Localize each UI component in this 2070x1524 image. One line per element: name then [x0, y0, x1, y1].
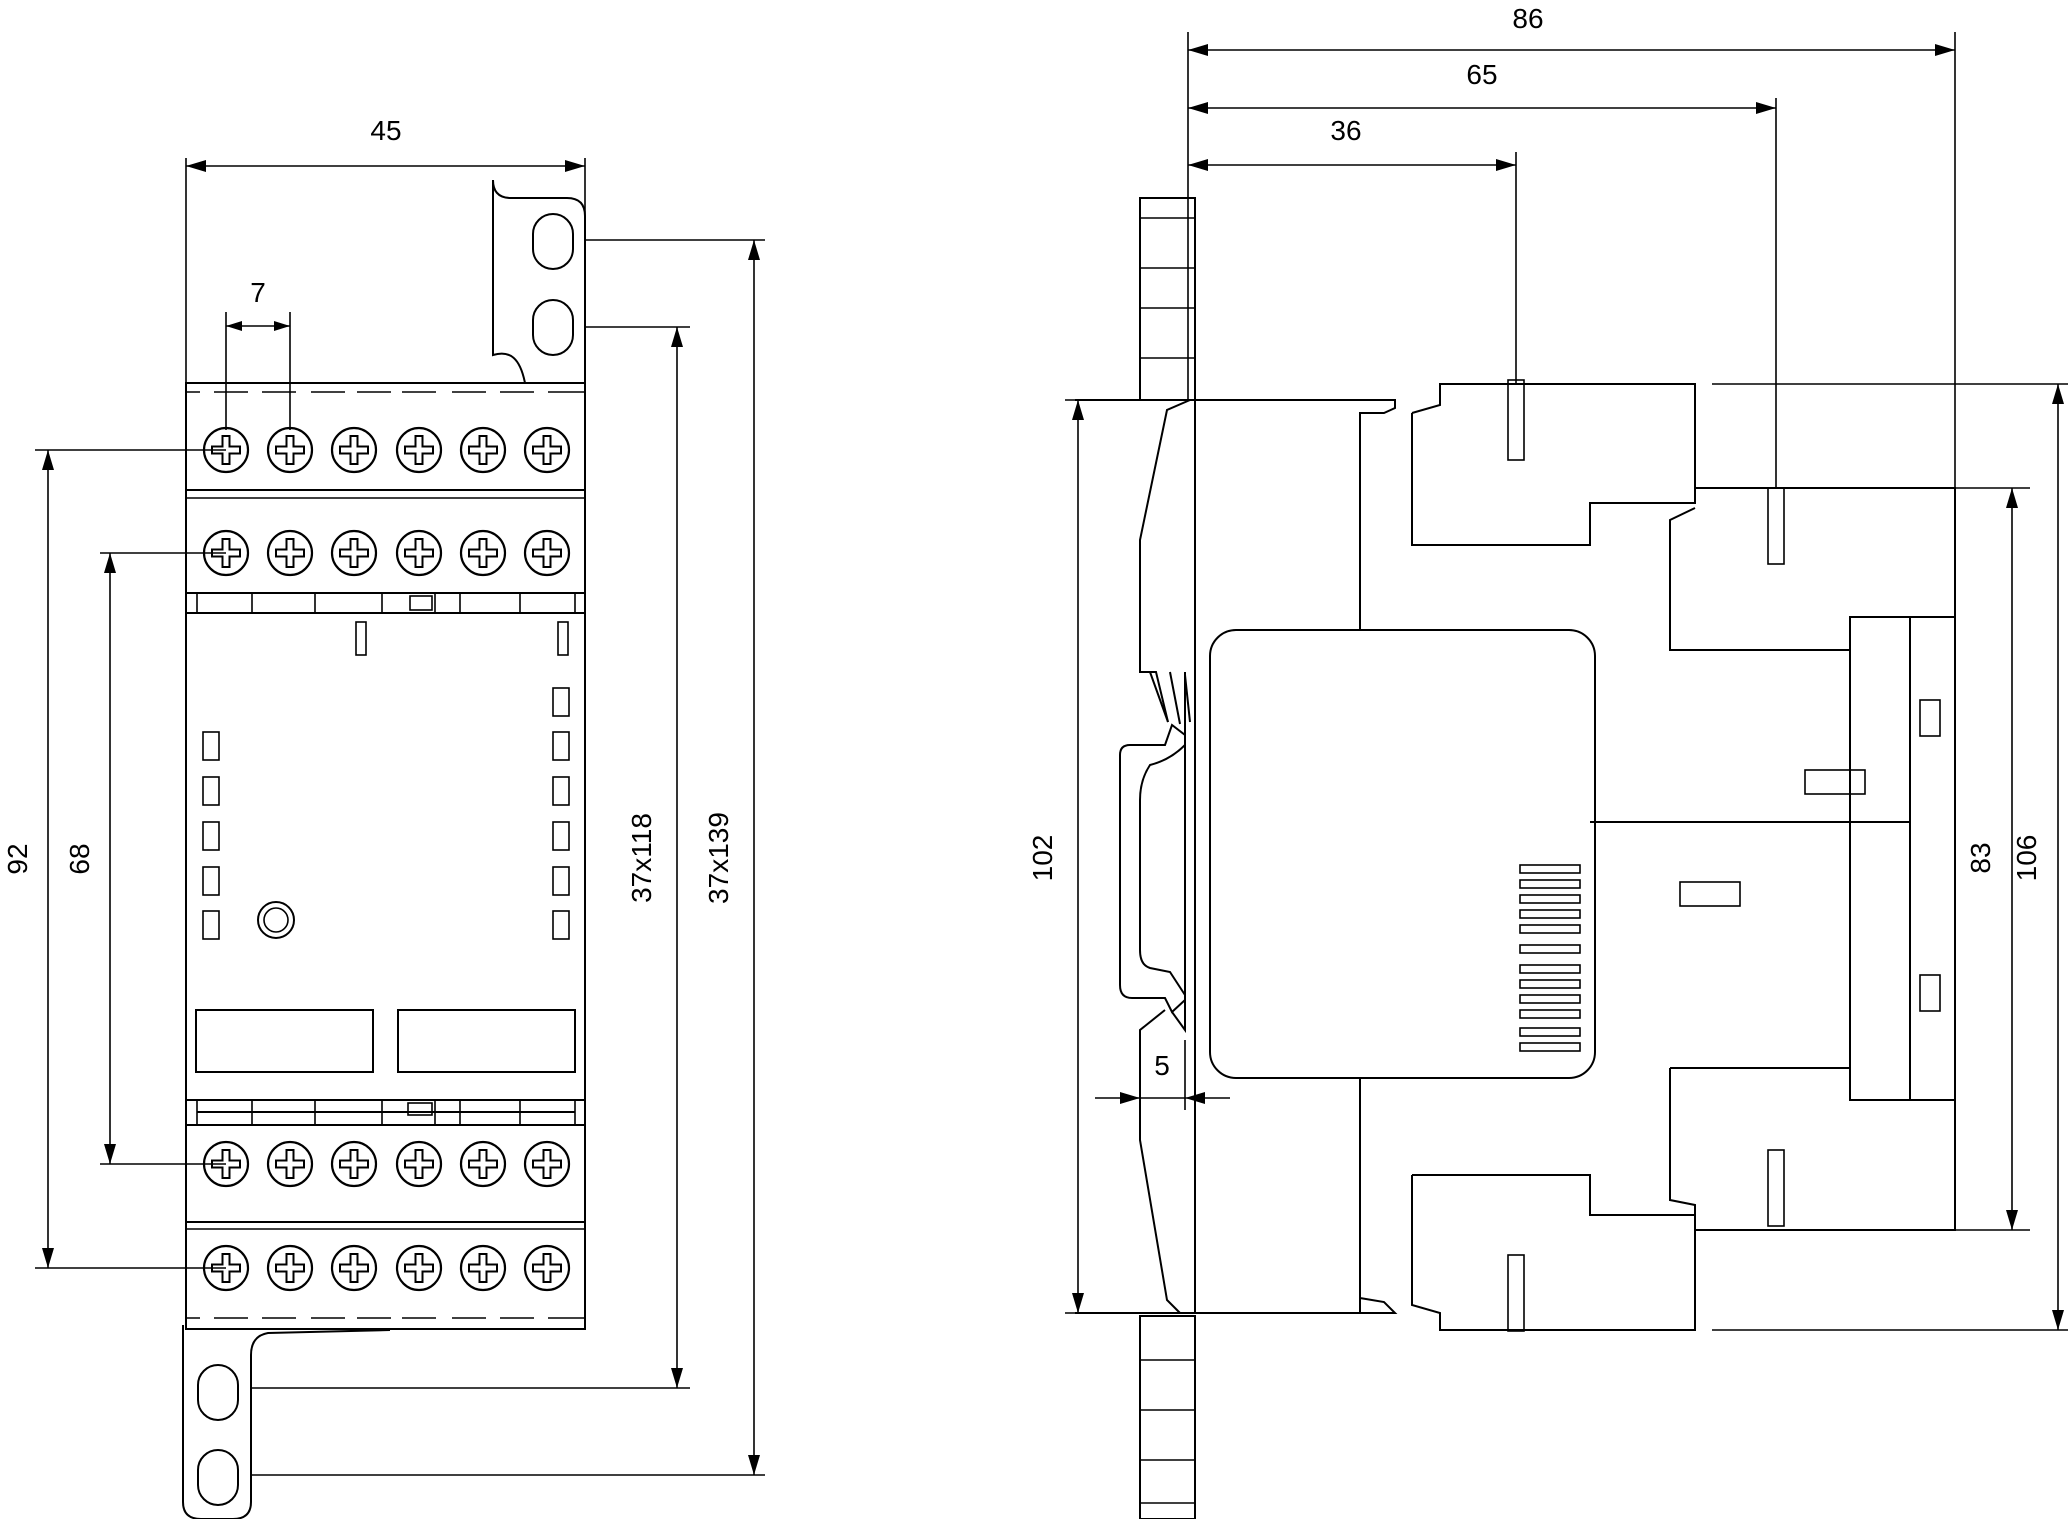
dim-depth-36: 36 — [1330, 115, 1361, 146]
label-plate-right — [397, 1009, 576, 1073]
dim-depth-65: 65 — [1466, 59, 1497, 90]
dim-width: 45 — [370, 115, 401, 146]
terminal-row-1 — [202, 426, 571, 474]
top-mounting-bracket — [492, 179, 586, 384]
terminal-screw — [266, 426, 314, 474]
side-housing — [1075, 383, 1956, 1331]
terminal-screw — [523, 1140, 571, 1188]
dim-height-83: 83 — [1965, 842, 1996, 873]
dim-height-106: 106 — [2011, 835, 2042, 882]
terminal-screw — [395, 426, 443, 474]
terminal-screw — [395, 1244, 443, 1292]
dim-height-118: 37x118 — [626, 813, 657, 903]
front-housing — [185, 382, 586, 1330]
bottom-mount-hole-1 — [197, 1364, 239, 1421]
side-dimensions: 86 65 36 102 5 — [1027, 3, 2068, 1331]
terminal-screw — [523, 1244, 571, 1292]
terminal-screw — [523, 529, 571, 577]
terminal-screw — [330, 1244, 378, 1292]
terminal-screw — [459, 1244, 507, 1292]
led-column-left — [202, 731, 220, 940]
bottom-terminal-block — [186, 1099, 585, 1319]
dim-height-68: 68 — [64, 843, 95, 874]
terminal-screw — [330, 426, 378, 474]
front-cover — [1209, 629, 1596, 1079]
side-view: 86 65 36 102 5 — [1027, 3, 2068, 1520]
reset-button — [257, 901, 295, 939]
side-details — [1507, 379, 1941, 1332]
dim-height-139: 37x139 — [703, 812, 734, 904]
rail-clip — [1119, 399, 1191, 1314]
dim-depth-86: 86 — [1512, 3, 1543, 34]
terminal-screw — [330, 529, 378, 577]
dim-terminal-pitch: 7 — [250, 277, 266, 308]
terminal-screw — [330, 1140, 378, 1188]
terminal-row-2 — [202, 529, 571, 577]
terminal-screw — [395, 529, 443, 577]
terminal-screw — [266, 529, 314, 577]
terminal-row-3 — [202, 1140, 571, 1188]
terminal-screw — [395, 1140, 443, 1188]
front-dimensions: 45 7 92 68 — [2, 115, 765, 1476]
bottom-mounting-bracket — [182, 1325, 391, 1520]
top-terminal-block — [186, 391, 585, 614]
label-plate-left — [195, 1009, 374, 1073]
top-mount-hole-1 — [532, 213, 574, 270]
terminal-screw — [459, 426, 507, 474]
front-view: 45 7 92 68 — [2, 115, 765, 1520]
bottom-mount-hole-2 — [197, 1449, 239, 1506]
din-rail — [1139, 197, 1196, 1520]
terminal-screw — [266, 1140, 314, 1188]
terminal-screw — [459, 1140, 507, 1188]
terminal-screw — [459, 529, 507, 577]
dim-height-102: 102 — [1027, 835, 1058, 882]
terminal-row-4 — [202, 1244, 571, 1292]
top-mount-hole-2 — [532, 299, 574, 356]
terminal-screw — [266, 1244, 314, 1292]
led-column-right — [552, 687, 570, 940]
front-panel — [195, 621, 576, 1073]
dim-rail-offset: 5 — [1154, 1050, 1170, 1081]
terminal-screw — [523, 426, 571, 474]
vent-slots — [1519, 864, 1581, 1052]
dim-height-92: 92 — [2, 843, 33, 874]
